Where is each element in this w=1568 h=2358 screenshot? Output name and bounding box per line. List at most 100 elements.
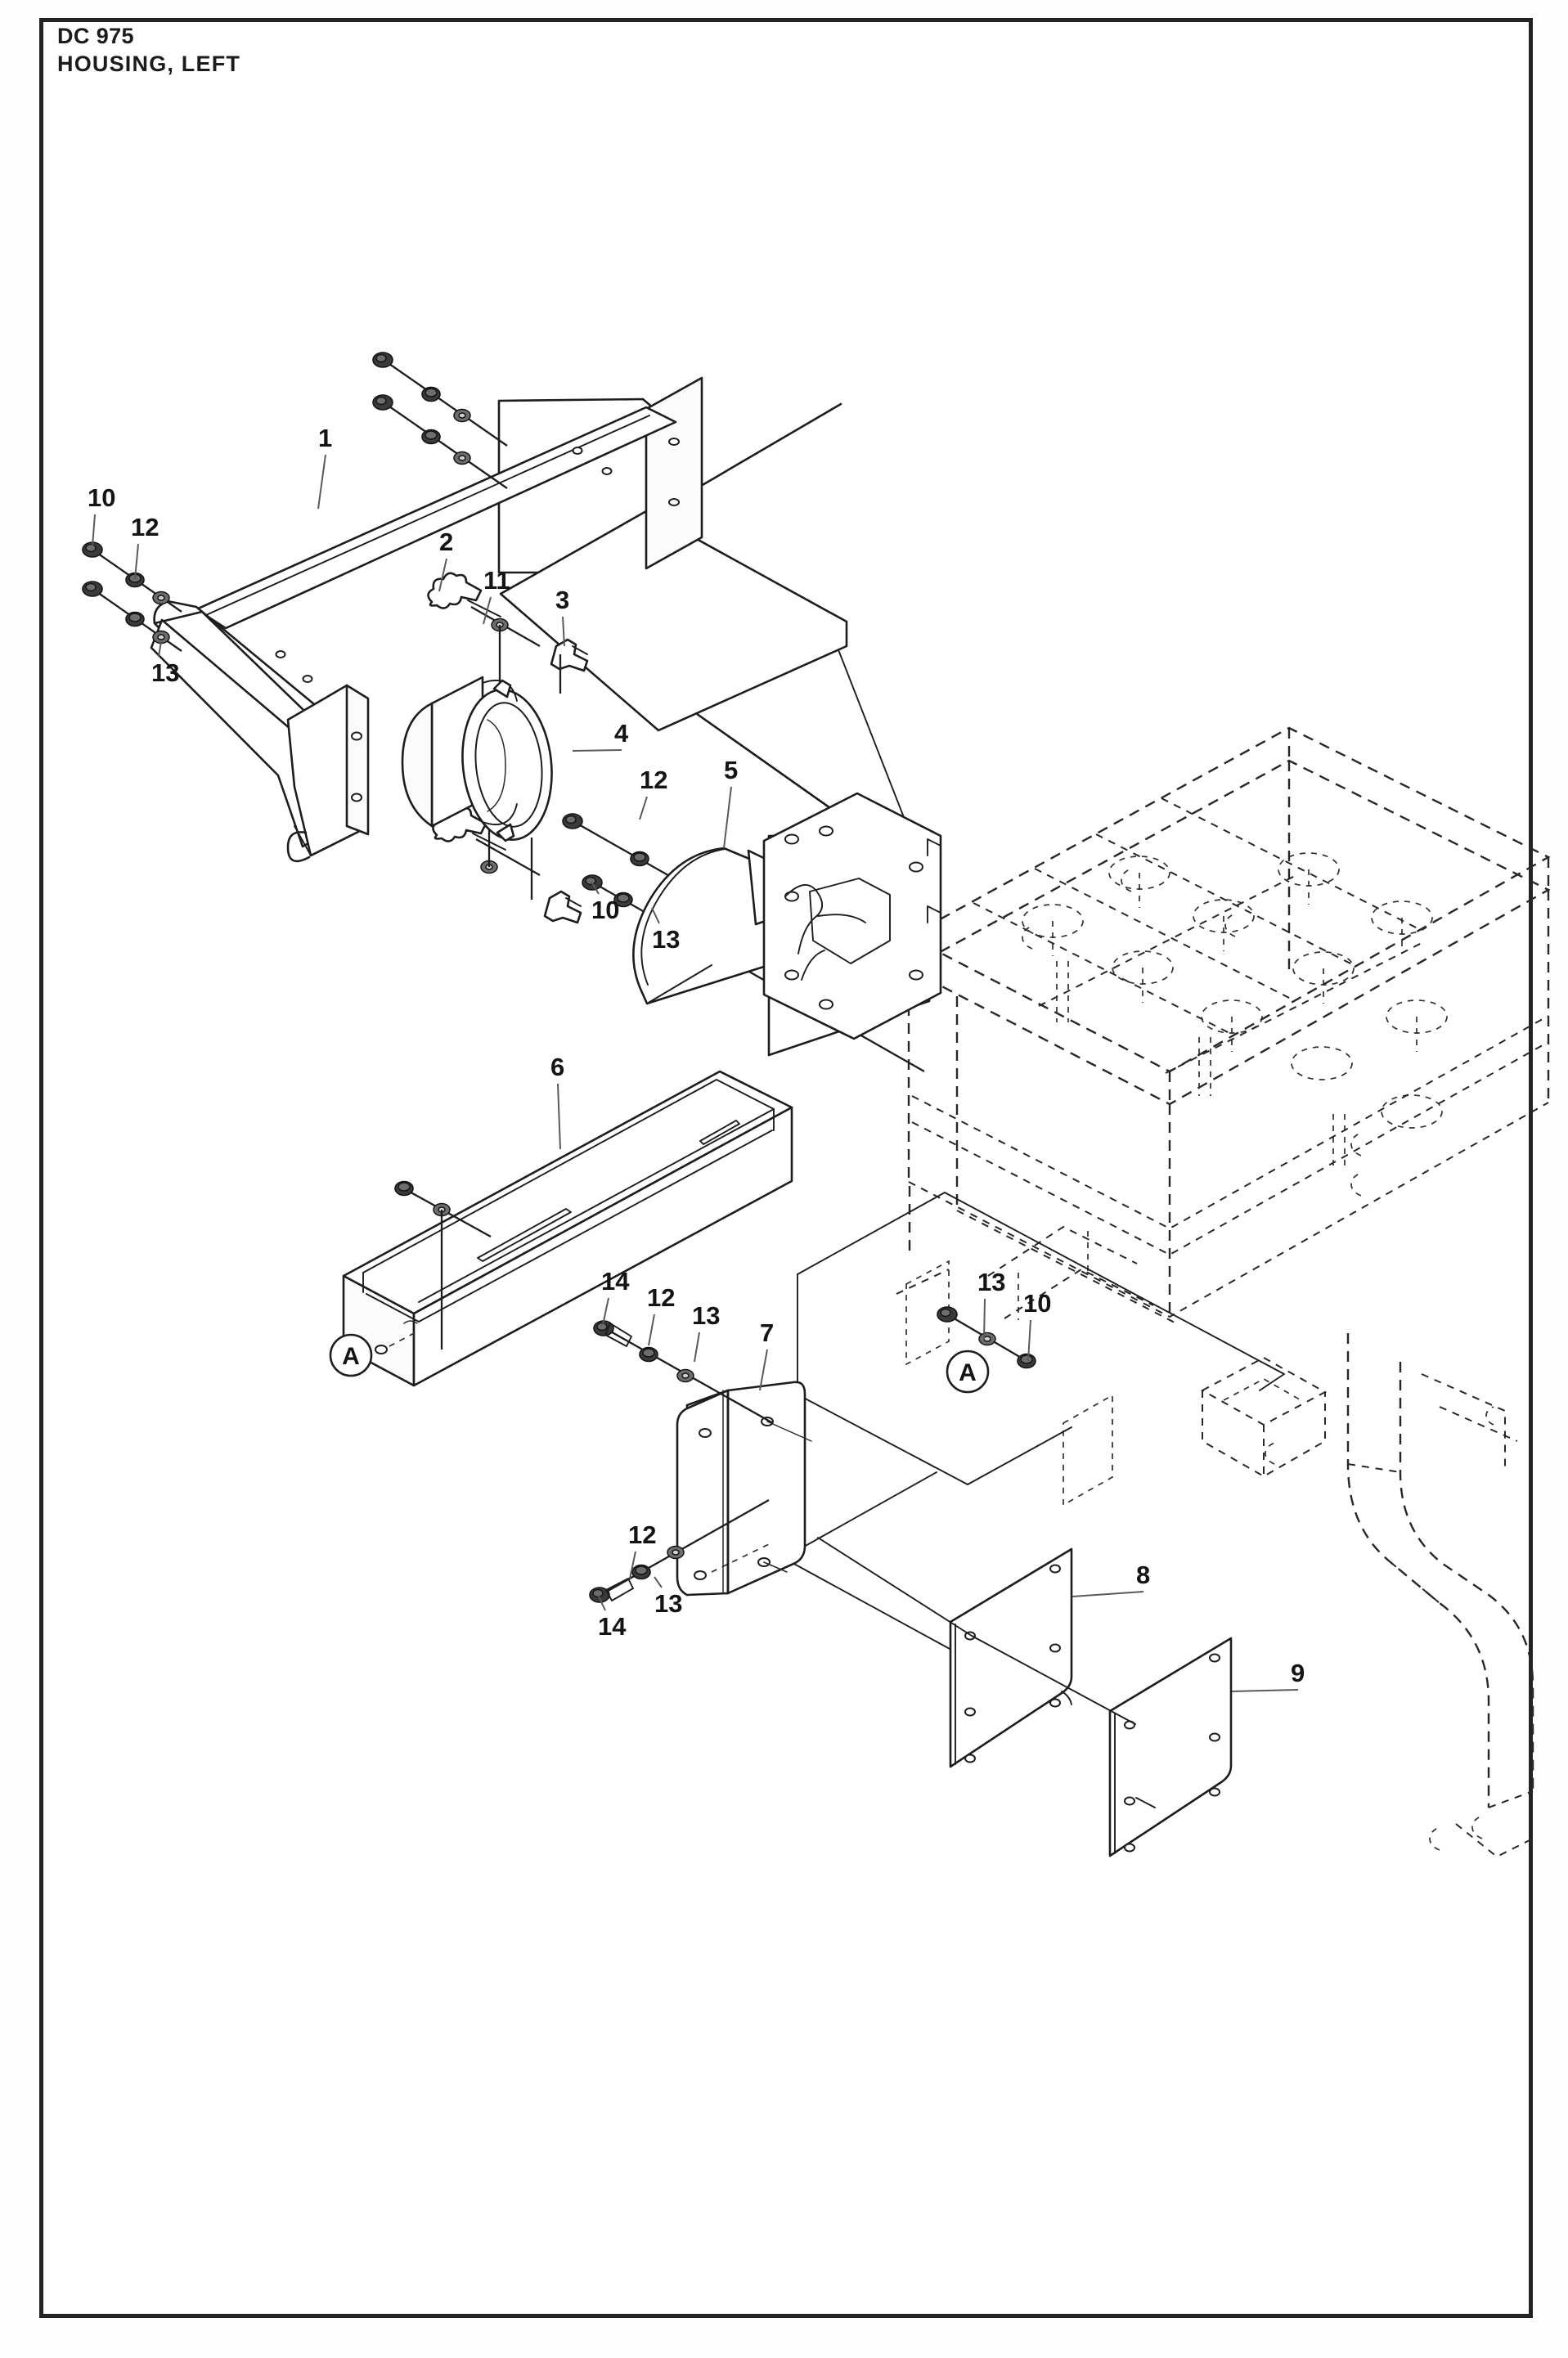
leader-line — [572, 749, 622, 752]
fastener-stack-frame — [937, 1306, 1036, 1369]
callout-number: 14 — [601, 1267, 630, 1296]
part-blower-scroll-housing — [632, 792, 942, 1057]
reference-letter: A — [959, 1359, 977, 1386]
callout-11-washer-11: 11 — [483, 566, 510, 625]
callout-number: 10 — [591, 896, 619, 924]
callout-number: 12 — [131, 513, 159, 541]
part-collection-tray — [342, 1070, 793, 1387]
leader-line — [602, 1297, 609, 1326]
callout-number: 12 — [647, 1283, 675, 1312]
callout-6-collection-tray: 6 — [550, 1053, 564, 1150]
fastener-stack-bracket-upper — [593, 1320, 774, 1425]
leader-line — [1231, 1689, 1299, 1692]
leader-line — [983, 1298, 986, 1341]
callout-number: 11 — [483, 566, 510, 595]
washer-11-upper — [470, 606, 541, 647]
callout-number: 12 — [640, 766, 667, 794]
part-support-rail — [150, 376, 915, 869]
callout-number: 7 — [760, 1318, 774, 1347]
callout-13-washer-13: 13 — [654, 1576, 682, 1618]
reference-circle — [946, 1350, 990, 1394]
part-cover-plate-large — [949, 1547, 1073, 1768]
callout-number: 14 — [598, 1612, 627, 1641]
callout-number: 1 — [318, 424, 332, 452]
callout-number: 10 — [88, 483, 115, 512]
callout-14-bolt-14: 14 — [601, 1267, 630, 1326]
callout-3-bolt-3: 3 — [555, 586, 569, 647]
callout-number: 9 — [1291, 1659, 1305, 1687]
callout-13-washer-13: 13 — [977, 1268, 1005, 1341]
leader-line — [694, 1332, 700, 1363]
leader-line — [557, 1083, 561, 1150]
callout-number: 12 — [628, 1520, 656, 1549]
machine-frame-phantom — [896, 726, 1551, 1858]
part-angle-bracket — [676, 1381, 812, 1597]
callout-12-nut-12: 12 — [639, 766, 667, 820]
leader-line — [654, 1576, 663, 1588]
callout-13-washer-13: 13 — [151, 640, 179, 687]
leader-line — [597, 1594, 606, 1611]
leader-line — [591, 881, 600, 895]
callout-number: 5 — [724, 756, 738, 784]
callout-10-bolt-10: 10 — [88, 483, 115, 547]
reference-circle — [329, 1333, 373, 1377]
title-block: DC 975 HOUSING, LEFT — [57, 23, 630, 78]
callout-number: 8 — [1136, 1561, 1150, 1589]
leader-line — [134, 543, 139, 580]
callout-4-duct-collar: 4 — [572, 719, 629, 752]
leader-line — [651, 907, 660, 924]
callout-7-angle-bracket: 7 — [759, 1318, 774, 1391]
callout-number: 13 — [652, 925, 680, 954]
section-title: HOUSING, LEFT — [57, 52, 241, 76]
detail-ref-a-tray: A — [329, 1333, 373, 1377]
fastener-stack-tray — [394, 1180, 492, 1350]
callout-8-cover-plate-large: 8 — [1072, 1561, 1150, 1597]
callout-10-bolt-10: 10 — [591, 881, 619, 924]
callout-5-blower-scroll-housing: 5 — [723, 756, 738, 849]
leader-line — [317, 454, 326, 510]
washer-lower-knob — [475, 838, 541, 877]
leader-line — [629, 1551, 636, 1579]
assembly-line-plate8 — [817, 1537, 973, 1637]
leader-line — [92, 514, 96, 547]
callout-number: 2 — [439, 528, 453, 556]
leader-line — [723, 786, 732, 849]
fastener-stack-rail-left-upper — [82, 541, 182, 613]
leader-line — [648, 1314, 655, 1346]
leader-line — [1072, 1591, 1144, 1597]
assembly-line-plate9 — [971, 1635, 1136, 1725]
callout-12-nut-12: 12 — [647, 1283, 675, 1346]
callout-9-cover-plate-small: 9 — [1231, 1659, 1305, 1692]
callout-number: 3 — [555, 586, 569, 614]
leader-line — [1027, 1319, 1031, 1362]
model-title: DC 975 — [57, 24, 134, 48]
callout-number: 13 — [654, 1589, 682, 1618]
leader-line — [483, 596, 492, 625]
callout-10-bolt-10: 10 — [1023, 1289, 1051, 1362]
callout-2-knob-upper: 2 — [438, 528, 453, 592]
part-cover-plate-small — [1108, 1637, 1233, 1857]
callout-14-bolt-14: 14 — [597, 1594, 627, 1641]
callout-12-nut-12: 12 — [628, 1520, 656, 1579]
leader-line — [158, 640, 162, 658]
part-duct-collar — [401, 676, 553, 842]
leader-line — [759, 1349, 768, 1391]
callout-number: 13 — [151, 658, 179, 687]
reference-mark-layer: AA — [329, 1333, 990, 1394]
leader-line — [639, 796, 648, 820]
detail-ref-a-frame: A — [946, 1350, 990, 1394]
callout-12-nut-12: 12 — [131, 513, 159, 580]
fastener-stack-rail-left-lower — [82, 581, 182, 652]
callout-13-washer-13: 13 — [692, 1301, 720, 1363]
callout-number: 13 — [977, 1268, 1005, 1296]
leader-line — [438, 558, 447, 592]
callout-1-support-rail: 1 — [317, 424, 332, 510]
fastener-stack-bracket-lower — [589, 1498, 770, 1603]
reference-letter: A — [342, 1343, 360, 1370]
part-bolt-3-lower — [543, 890, 582, 924]
fastener-stack-rail-top — [372, 352, 508, 489]
leader-line — [562, 616, 565, 647]
